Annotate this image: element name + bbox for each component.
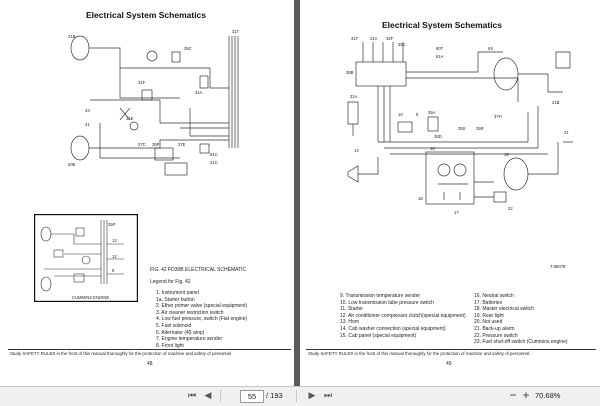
svg-text:35A: 35A [428, 110, 436, 115]
legend-item: 23. Fuel shut-off switch (Cummins engine… [474, 339, 568, 346]
inset-label: CUMMINS ENGINE [72, 295, 110, 300]
svg-text:31F: 31F [138, 80, 146, 85]
svg-text:21B: 21B [68, 34, 76, 39]
first-page-icon[interactable]: ⏮ [187, 391, 197, 401]
legend-item: 13. Horn [340, 319, 360, 326]
svg-text:18: 18 [418, 196, 423, 201]
legend-item: 1. Instrument panel [156, 290, 199, 296]
svg-text:31E: 31E [126, 116, 134, 121]
svg-text:37E: 37E [178, 142, 186, 147]
svg-text:43: 43 [85, 108, 90, 113]
legend-item: 18. Master electrical switch [474, 306, 535, 313]
legend-item: 17. Batteries [474, 299, 503, 306]
legend-item: 20. Not used [474, 319, 503, 326]
svg-text:35P: 35P [108, 222, 116, 227]
svg-text:80T: 80T [436, 46, 444, 51]
svg-text:21B: 21B [552, 100, 560, 105]
legend-item: 4. Low fuel pressure, switch (Fiat engin… [156, 316, 248, 323]
right-page-number: 49 [446, 361, 452, 367]
zoom-out-icon[interactable]: − [509, 391, 517, 401]
figure-id: T-65079 [550, 264, 566, 269]
svg-text:6X: 6X [488, 46, 493, 51]
footer-rule [8, 349, 291, 350]
svg-text:13: 13 [112, 238, 117, 243]
left-page-title: Electrical System Schematics [86, 10, 207, 20]
svg-text:37H: 37H [494, 114, 502, 119]
svg-text:17: 17 [454, 210, 459, 215]
left-page-number: 48 [147, 361, 153, 367]
svg-text:31A: 31A [195, 90, 203, 95]
legend-item: 2. Ether primer valve (special equipment… [156, 303, 248, 310]
svg-text:81A: 81A [436, 54, 444, 59]
footer-rule [306, 349, 596, 350]
right-legend-col2: 16. Neutral switch 17. Batteries 18. Mas… [474, 293, 568, 346]
svg-text:35D: 35D [434, 134, 442, 139]
svg-text:12: 12 [112, 254, 117, 259]
prev-page-icon[interactable]: ◀ [204, 391, 212, 401]
left-legend-list: 1. Instrument panel 1a. Starter button 2… [156, 290, 247, 349]
svg-text:35P: 35P [152, 142, 160, 147]
svg-text:21A: 21A [370, 36, 378, 41]
left-footer: Study SAFETY RULES in the front of this … [10, 351, 233, 356]
right-page-title: Electrical System Schematics [382, 20, 503, 30]
right-page: Electrical System Schematics 31F [300, 0, 600, 386]
legend-item: 8. Front light [156, 342, 184, 349]
svg-text:9: 9 [416, 112, 419, 117]
svg-text:35C: 35C [184, 46, 192, 51]
right-footer: Study SAFETY RULES in the front of this … [308, 351, 531, 356]
svg-text:31F: 31F [351, 36, 359, 41]
svg-text:81C: 81C [210, 152, 218, 157]
viewer-toolbar: ⏮ ◀ 55 / 193 ▶ ⏭ − + 70.68% [0, 386, 600, 406]
svg-text:35B: 35B [346, 70, 354, 75]
legend-item: 12. Air conditioner compressor clutch(sp… [340, 312, 466, 319]
legend-title: Legend for Fig. 42 [150, 279, 191, 285]
legend-item: 19. Rear light [474, 312, 504, 319]
svg-text:35R: 35R [476, 126, 484, 131]
page-total: / 193 [266, 391, 283, 400]
zoom-level[interactable]: 70.68% [535, 391, 561, 400]
right-legend-col1: 9. Transmission temperature sender 10. L… [340, 293, 466, 339]
legend-item: 6. Alternator (45 amp) [156, 329, 205, 336]
svg-text:20E: 20E [68, 162, 76, 167]
last-page-icon[interactable]: ⏭ [323, 391, 333, 401]
svg-text:10: 10 [398, 112, 403, 117]
legend-item: 9. Transmission temperature sender [340, 293, 421, 299]
svg-text:32F: 32F [386, 36, 394, 41]
zoom-in-icon[interactable]: + [522, 391, 530, 401]
next-page-icon[interactable]: ▶ [308, 391, 316, 401]
toolbar-divider [296, 390, 297, 402]
legend-item: 10. Low transmission lube pressure switc… [340, 299, 434, 306]
svg-text:35S: 35S [458, 126, 466, 131]
left-schematic: 31T 35C 31A 31F 31E 37C 35P 37E 81C 31C … [68, 29, 240, 176]
page-number-input[interactable]: 55 [240, 390, 264, 403]
svg-text:8: 8 [112, 268, 115, 273]
svg-text:41: 41 [85, 122, 90, 127]
svg-text:19: 19 [504, 152, 509, 157]
svg-text:31C: 31C [210, 160, 218, 165]
right-schematic: 31F 21A 32F 35C 80T 81A 6X 35B 31A 35A 3… [346, 36, 573, 215]
legend-item: 7. Engine temperature sender [156, 336, 223, 343]
svg-text:37C: 37C [138, 142, 146, 147]
svg-text:16: 16 [430, 146, 435, 151]
legend-item: 15. Cab panel (special equipment) [340, 332, 417, 339]
svg-text:14: 14 [354, 148, 359, 153]
legend-item: 21. Back-up alarm [474, 325, 515, 332]
legend-item: 3. Air cleaner restriction switch [156, 309, 224, 316]
legend-item: 22. Pressure switch [474, 332, 518, 339]
legend-item: 1a. Starter button [156, 296, 195, 303]
svg-text:35C: 35C [398, 42, 406, 47]
legend-item: 14. Cab washer connection (special equip… [340, 325, 446, 332]
legend-item: 5. Fuel solenoid [156, 322, 192, 329]
figure-caption: FIG. 42 FD30B ELECTRICAL SCHEMATIC [150, 267, 247, 273]
left-page: Electrical System Schematics 31T [0, 0, 294, 386]
svg-text:31A: 31A [350, 94, 358, 99]
svg-text:22: 22 [508, 206, 513, 211]
legend-item: 16. Neutral switch [474, 293, 514, 299]
svg-text:31T: 31T [232, 29, 240, 34]
cummins-inset-schematic: 35P 13 12 8 [34, 214, 138, 302]
toolbar-divider [220, 390, 221, 402]
svg-text:21: 21 [564, 130, 569, 135]
legend-item: 11. Starter [340, 306, 363, 313]
